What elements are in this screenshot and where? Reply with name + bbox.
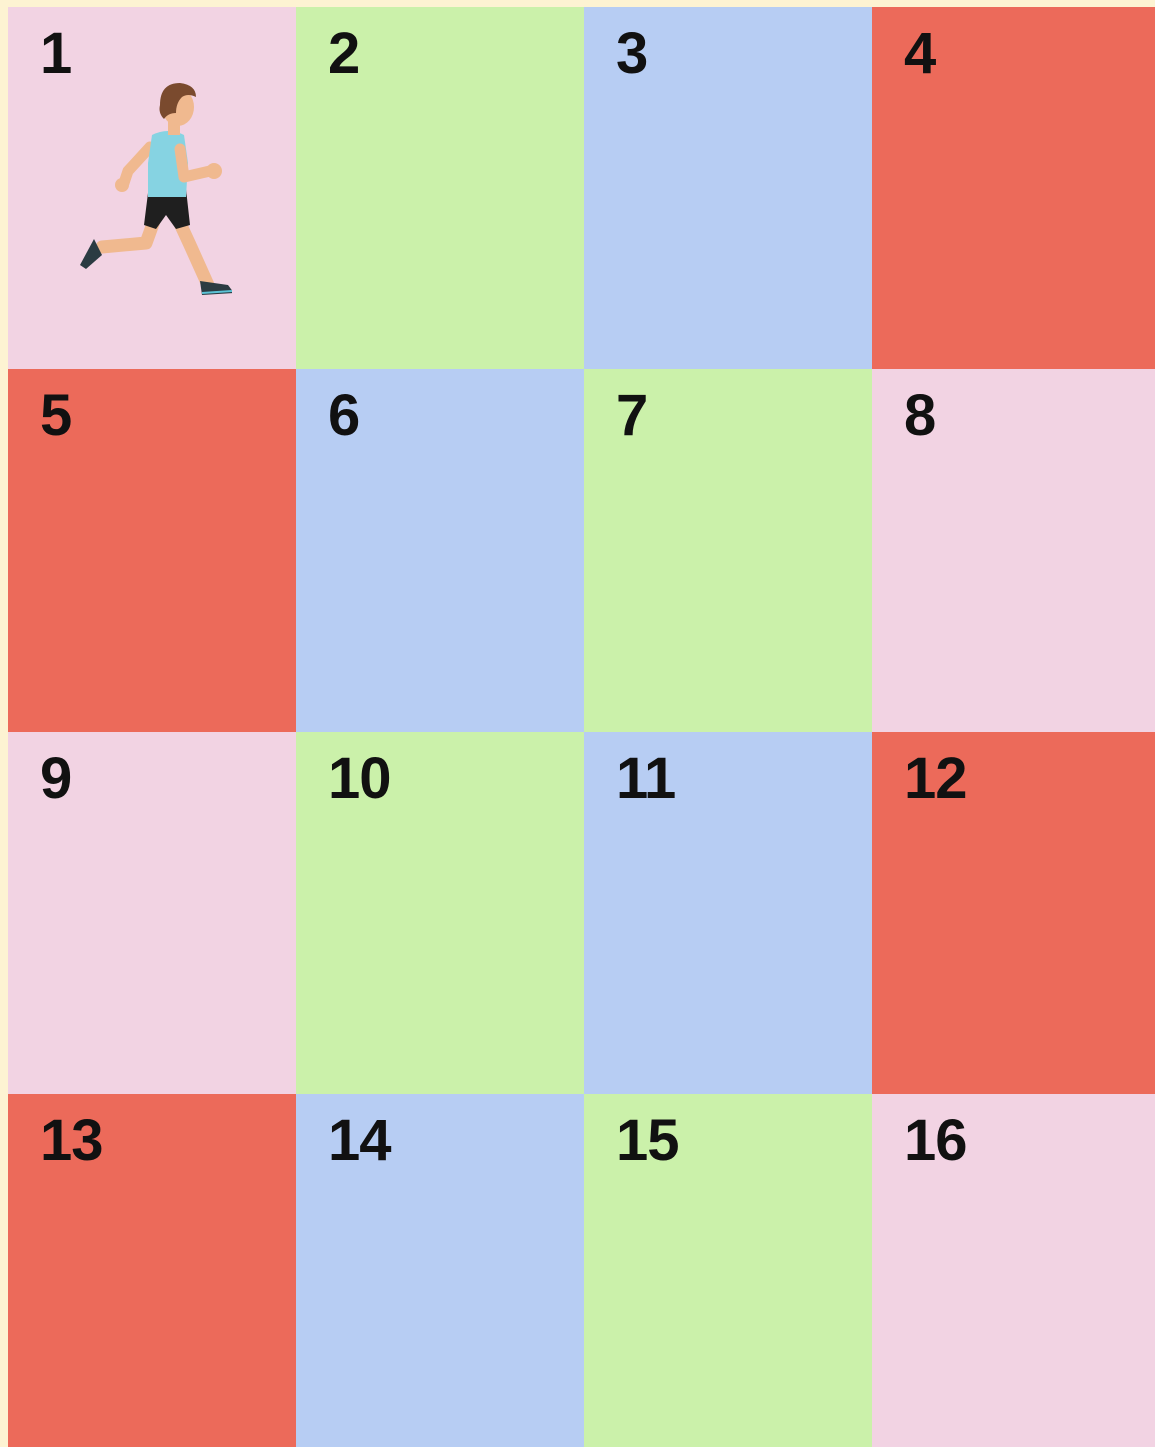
cell-number: 11 [616, 750, 675, 808]
board-cell-3[interactable]: 3 [584, 7, 872, 369]
board-cell-11[interactable]: 11 [584, 732, 872, 1094]
board-cell-8[interactable]: 8 [872, 369, 1155, 732]
board-cell-7[interactable]: 7 [584, 369, 872, 732]
cell-number: 1 [40, 25, 71, 83]
cell-number: 12 [904, 750, 967, 808]
cell-number: 13 [40, 1112, 103, 1170]
board-cell-10[interactable]: 10 [296, 732, 584, 1094]
board-cell-15[interactable]: 15 [584, 1094, 872, 1447]
cell-number: 2 [328, 25, 359, 83]
board-cell-2[interactable]: 2 [296, 7, 584, 369]
board-cell-9[interactable]: 9 [8, 732, 296, 1094]
cell-number: 16 [904, 1112, 967, 1170]
cell-number: 5 [40, 387, 71, 445]
board-cell-14[interactable]: 14 [296, 1094, 584, 1447]
cell-number: 4 [904, 25, 935, 83]
board-cell-6[interactable]: 6 [296, 369, 584, 732]
game-board: 1 [8, 7, 1155, 1447]
cell-number: 3 [616, 25, 647, 83]
cell-number: 9 [40, 750, 71, 808]
board-cell-4[interactable]: 4 [872, 7, 1155, 369]
board-cell-16[interactable]: 16 [872, 1094, 1155, 1447]
board-cell-5[interactable]: 5 [8, 369, 296, 732]
board-cell-12[interactable]: 12 [872, 732, 1155, 1094]
board-cell-13[interactable]: 13 [8, 1094, 296, 1447]
cell-number: 15 [616, 1112, 679, 1170]
cell-number: 8 [904, 387, 935, 445]
cell-number: 6 [328, 387, 359, 445]
board-cell-1[interactable]: 1 [8, 7, 296, 369]
running-man-icon [72, 79, 232, 299]
cell-number: 10 [328, 750, 391, 808]
cell-number: 7 [616, 387, 647, 445]
cell-number: 14 [328, 1112, 391, 1170]
